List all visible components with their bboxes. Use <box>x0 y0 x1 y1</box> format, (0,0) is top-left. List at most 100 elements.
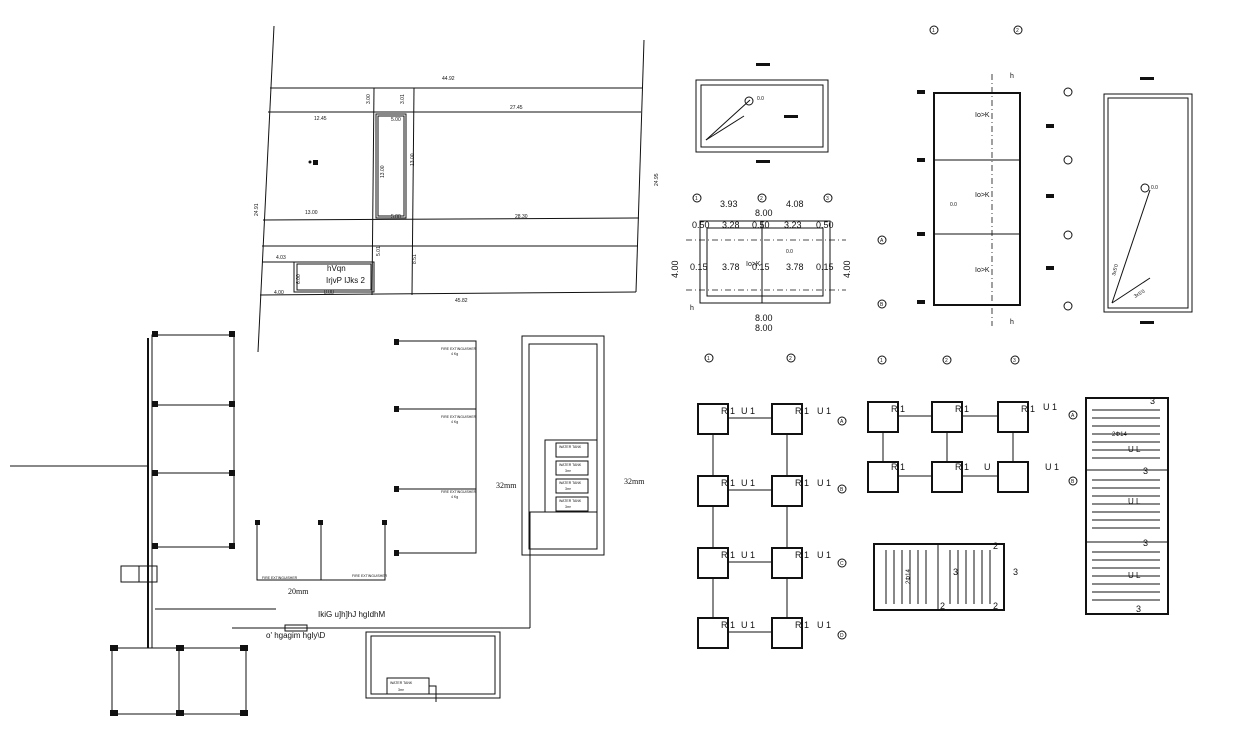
small-dim-4: 4.03 <box>276 255 286 261</box>
fa-grid-d: D <box>840 633 844 639</box>
fa-tag-u8: U 1 <box>817 620 831 630</box>
beam-grid-3: 3 <box>826 196 829 202</box>
fa-grid-2: 2 <box>789 356 792 362</box>
bottom-width-dim: 45.82 <box>455 298 468 304</box>
beam-grid-a: A <box>880 238 884 244</box>
water-tank-cap-4: 3m³ <box>565 505 572 509</box>
fb-grid-3: 3 <box>1013 358 1016 364</box>
beam-row2-1: 0.15 <box>690 262 708 272</box>
column-frame-plan <box>10 331 530 716</box>
beam-sub-3: 0.50 <box>752 220 770 230</box>
beam-row2-2: 3.78 <box>722 262 740 272</box>
plumbing-layout: FIRE EXTINGUISHER 4 Kg FIRE EXTINGUISHER… <box>255 335 645 702</box>
frame-section-top: h <box>1010 73 1014 80</box>
plot-width-dim-2: 5.00 <box>391 214 401 220</box>
frame-grid-2: 2 <box>1016 28 1019 34</box>
fa-tag-u2: U 1 <box>817 406 831 416</box>
stair-small-tag: 2Φ14 <box>906 569 912 584</box>
footing-plan-3x2: 1 2 3 A B R 1 R 1 R 1 U 1 R 1 R 1 U U 1 <box>867 355 1078 493</box>
road-dim-1: 3.00 <box>366 94 372 104</box>
side-dim-b: 8.51 <box>412 254 418 264</box>
segment-dim-27: 27.45 <box>510 105 523 111</box>
left-side-dim: 24.91 <box>254 203 260 216</box>
fb-tag-u2: U 1 <box>1045 462 1059 472</box>
stair-tall-n3c: 3 <box>1143 538 1148 548</box>
slab-plan-small: 0.0 <box>695 63 829 163</box>
beam-dim-total: 8.00 <box>755 208 773 218</box>
top-width-dim: 44.92 <box>442 76 455 82</box>
frame-section-bottom: h <box>1010 319 1014 326</box>
stair-tall-n3d: 3 <box>1136 604 1141 614</box>
stair-small-n2: 2 <box>993 541 998 551</box>
beam-dim-1: 3.93 <box>720 199 738 209</box>
fa-tag-r2: R 1 <box>795 406 809 416</box>
segment-dim-13: 13.00 <box>305 210 318 216</box>
fire-extinguisher-label-5: FIRE EXTINGUISHER <box>352 574 388 578</box>
stair-tall-ul-3: U L <box>1128 571 1141 580</box>
fa-grid-b: B <box>840 487 844 493</box>
stair-small-n3b: 3 <box>953 567 958 577</box>
small-dim-c: 8.00 <box>324 290 334 296</box>
room-label-2: IrjvP IJks 2 <box>326 276 366 285</box>
fa-grid-c: C <box>840 561 844 567</box>
fb-tag-r3: R 1 <box>1021 404 1035 414</box>
beam-plan: 1 2 3 A B 3.93 4.08 8.00 0.50 3.28 0.50 … <box>670 193 887 333</box>
fire-extinguisher-cap-1: 4 Kg <box>451 352 458 356</box>
fire-extinguisher-label-4: FIRE EXTINGUISHER <box>262 576 298 580</box>
slab-level: 0.0 <box>757 96 764 102</box>
beam-tag: Io>K <box>746 261 761 268</box>
pipe-size-20: 20mm <box>288 587 309 596</box>
stair-small-n2b: 2 <box>993 601 998 611</box>
beam-bottom-total-1: 8.00 <box>755 313 773 323</box>
tall-slab-dim-a: 3x5'0 <box>1111 263 1120 276</box>
tall-slab-level: 0.0 <box>1151 185 1158 191</box>
fire-extinguisher-label-3: FIRE EXTINGUISHER <box>441 490 477 494</box>
beam-grid-2: 2 <box>760 196 763 202</box>
fb-tag-r5: R 1 <box>955 462 969 472</box>
beam-sub-4: 3.23 <box>784 220 802 230</box>
frame-level: 0.0 <box>950 202 957 208</box>
fa-tag-u7: U 1 <box>741 620 755 630</box>
frame-grid-1: 1 <box>932 28 935 34</box>
fb-grid-b: B <box>1071 479 1075 485</box>
fb-tag-r2: R 1 <box>955 404 969 414</box>
stair-tall-n3a: 3 <box>1150 396 1155 406</box>
pipe-size-32-a: 32mm <box>496 481 517 490</box>
stair-tall-tag: 2Φ14 <box>1112 432 1127 438</box>
small-dim-b: 4.00 <box>274 290 284 296</box>
fire-extinguisher-label-2: FIRE EXTINGUISHER <box>441 415 477 419</box>
beam-row2-3: 0.15 <box>752 262 770 272</box>
fa-tag-r7: R 1 <box>721 620 735 630</box>
beam-sub-5: 0.50 <box>816 220 834 230</box>
frame-elevation: 1 2 Io>K Io>K Io>K 0.0 h h <box>917 25 1073 326</box>
beam-bottom-total-2: 8.00 <box>755 323 773 333</box>
beam-row2-5: 0.15 <box>816 262 834 272</box>
road-dim-2: 3.01 <box>400 94 406 104</box>
right-side-dim: 24.95 <box>654 173 660 186</box>
fa-tag-u5: U 1 <box>741 550 755 560</box>
pipe-size-32-b: 32mm <box>624 477 645 486</box>
fa-grid-1: 1 <box>707 356 710 362</box>
stair-tall-ul-1: U L <box>1128 445 1141 454</box>
frame-tag-2: Io>K <box>975 192 990 199</box>
footing-plan-2x4: 1 2 A B C D R 1 U 1 R 1 U 1 R 1 U 1 R 1 … <box>697 353 847 649</box>
segment-dim-28: 28.30 <box>515 214 528 220</box>
beam-sub-1: 0.50 <box>692 220 710 230</box>
water-tank-label-5: WATER TANK <box>390 681 413 685</box>
fa-tag-u3: U 1 <box>741 478 755 488</box>
beam-level: 0.0 <box>786 249 793 255</box>
room-dim-a: 6.00 <box>296 274 302 284</box>
site-plan: 44.92 45.82 24.91 24.95 3.00 3.01 12.45 … <box>254 25 660 353</box>
fa-tag-r8: R 1 <box>795 620 809 630</box>
tall-slab-dim-b: 3x5'0 <box>1133 289 1146 300</box>
water-tank-label-3: WATER TANK <box>559 481 582 485</box>
fb-grid-a: A <box>1071 413 1075 419</box>
frame-tag-1: Io>K <box>975 112 990 119</box>
side-dim-a: 5.01 <box>376 246 382 256</box>
plot-height-dim-2: 13.00 <box>410 153 416 166</box>
water-tank-label-1: WATER TANK <box>559 445 582 449</box>
fire-extinguisher-label-1: FIRE EXTINGUISHER <box>441 347 477 351</box>
frame-tag-3: Io>K <box>975 267 990 274</box>
fa-tag-r1: R 1 <box>721 406 735 416</box>
fa-grid-a: A <box>840 419 844 425</box>
